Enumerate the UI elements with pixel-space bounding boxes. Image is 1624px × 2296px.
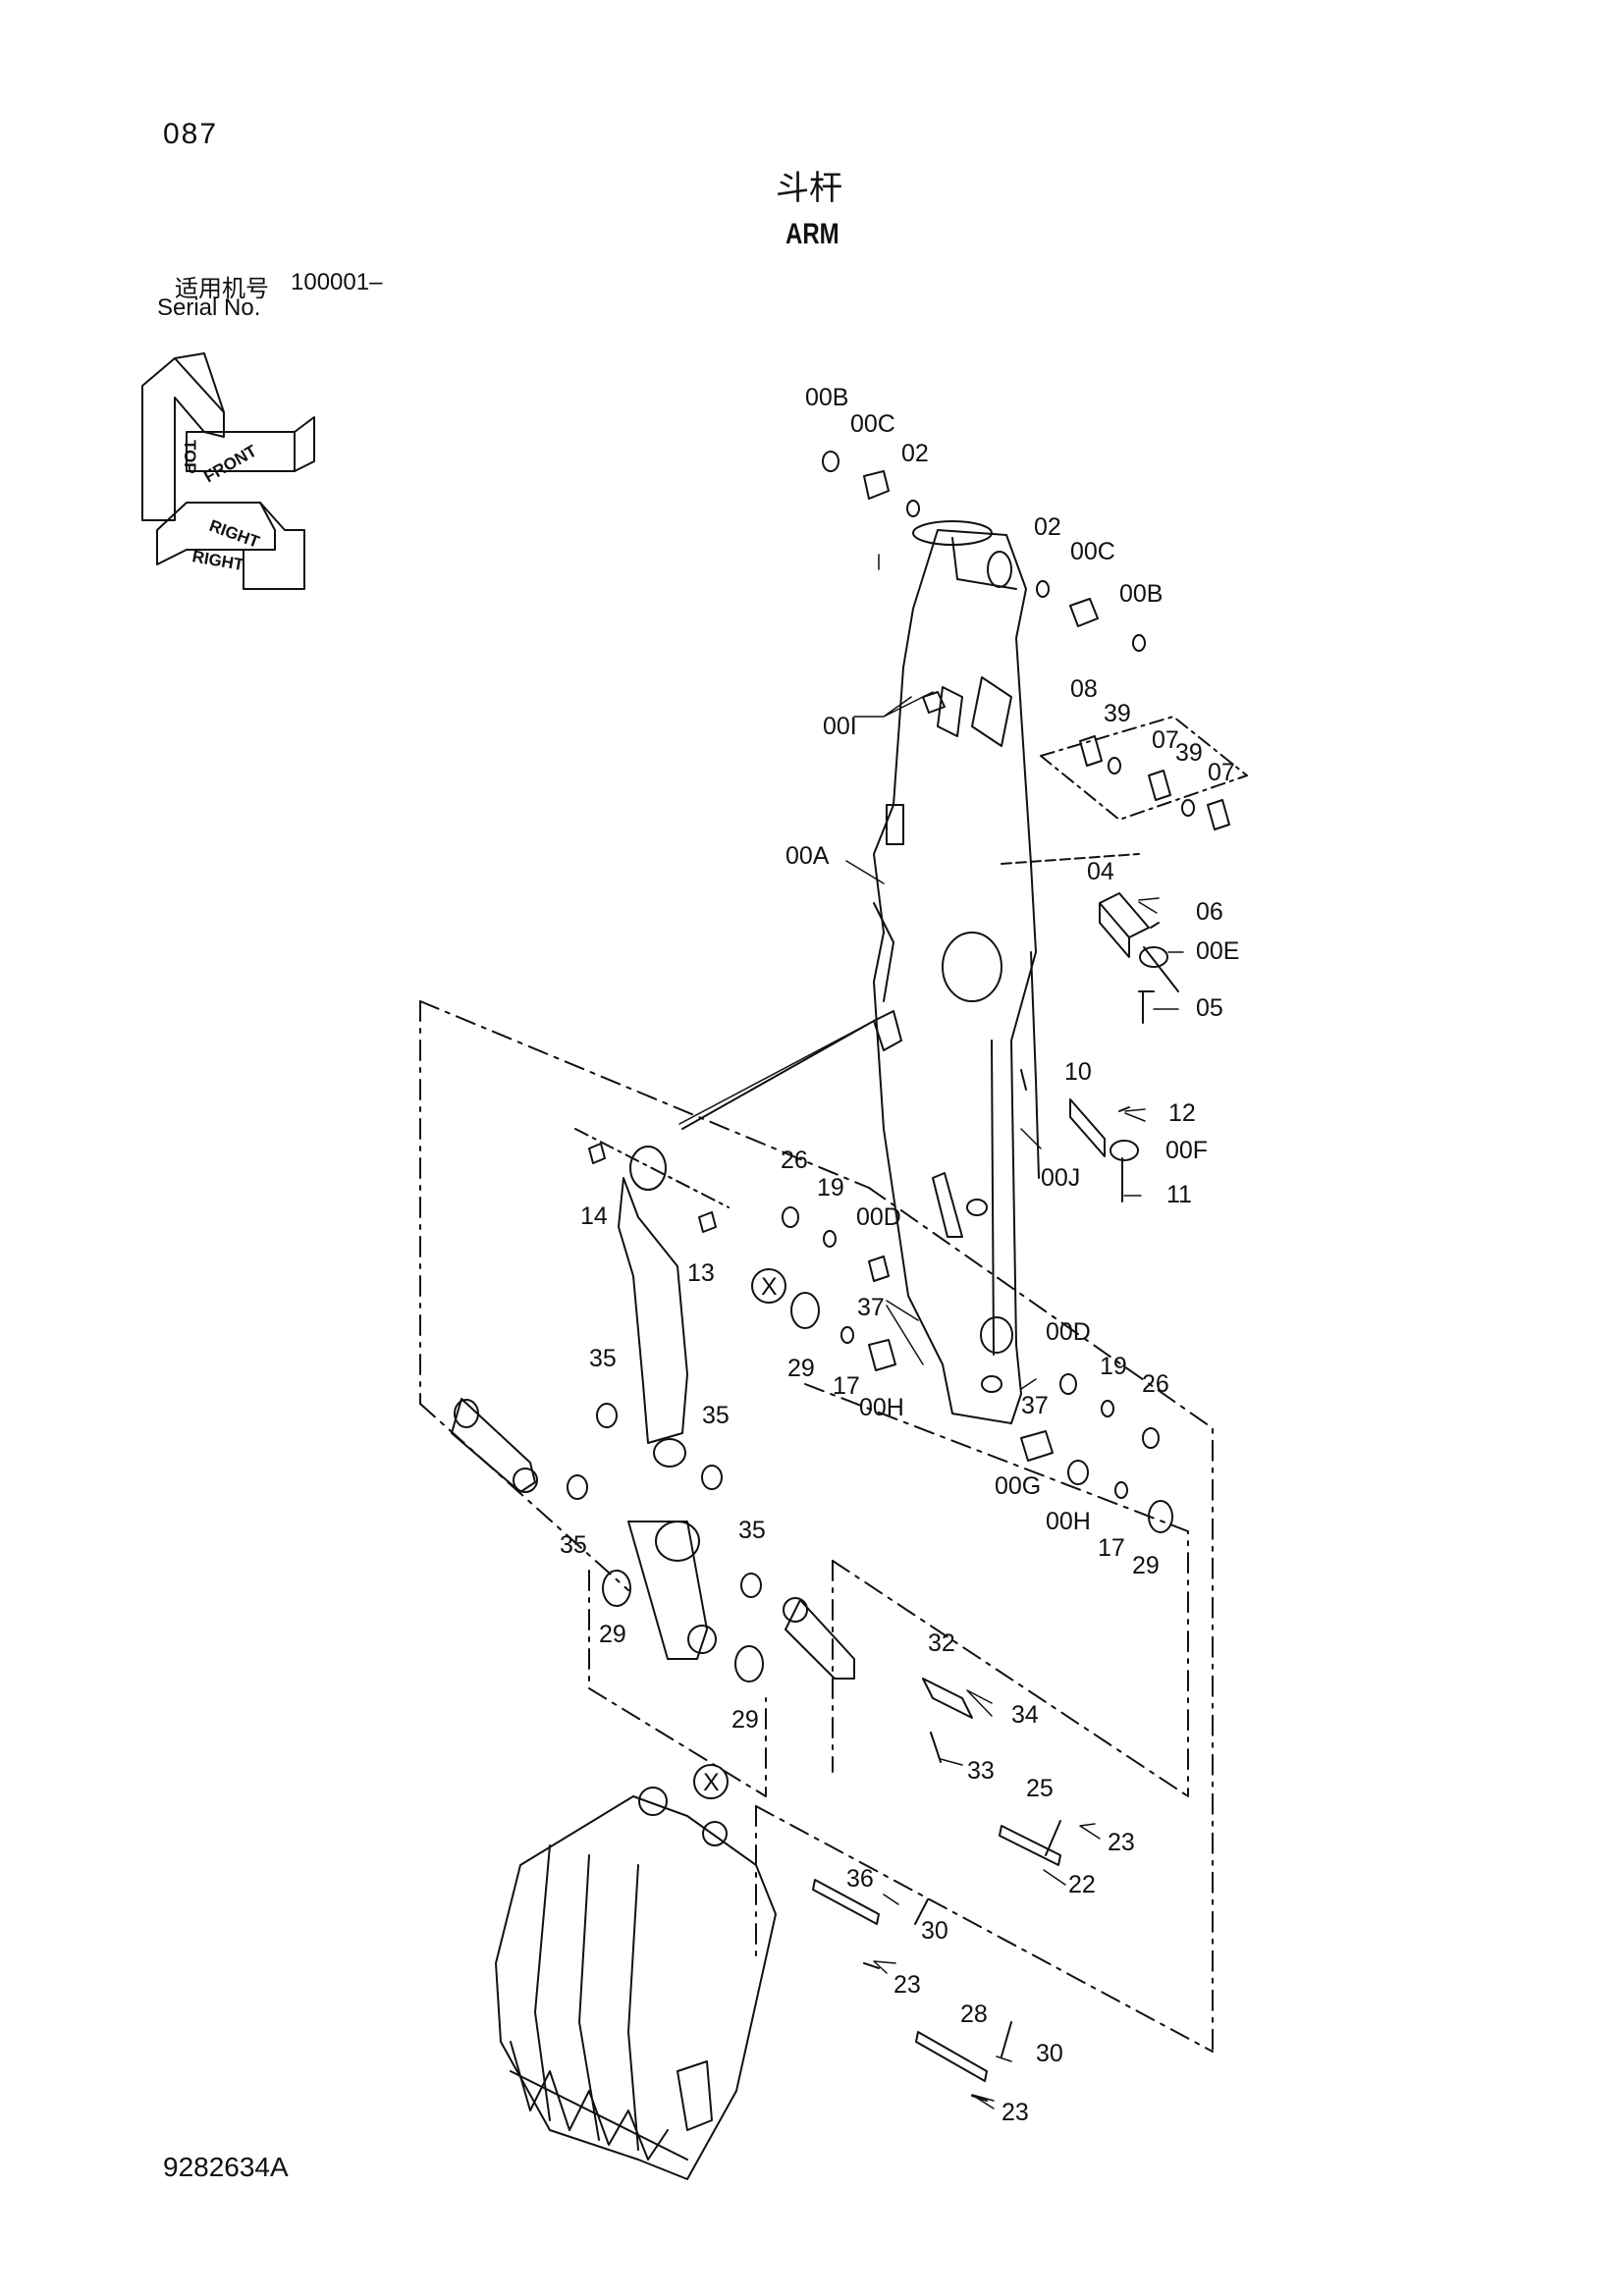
label-02-top-left: 02 (901, 440, 929, 467)
page-number: 087 (163, 118, 219, 150)
label-23-c: 23 (1001, 2099, 1029, 2126)
arm-body (873, 520, 1040, 1424)
label-25: 25 (1026, 1775, 1054, 1802)
label-07-b: 07 (1208, 759, 1235, 786)
guide-lines (678, 1020, 875, 1130)
label-36: 36 (846, 1865, 874, 1893)
side-links (451, 1398, 855, 1680)
label-37-left: 37 (857, 1294, 885, 1321)
label-29-right: 29 (1132, 1552, 1160, 1579)
label-26-left: 26 (781, 1147, 808, 1174)
label-33: 33 (967, 1757, 995, 1785)
label-00D-left: 00D (856, 1203, 901, 1231)
label-23-a: 23 (1108, 1829, 1135, 1856)
bucket (495, 1787, 777, 2180)
label-08: 08 (1070, 675, 1098, 703)
label-19-left: 19 (817, 1174, 844, 1201)
label-00I: 00I (823, 713, 857, 740)
title-english: ARM (785, 218, 839, 250)
label-13: 13 (687, 1259, 715, 1287)
label-22: 22 (1068, 1871, 1096, 1898)
label-32: 32 (928, 1629, 955, 1657)
label-39-b: 39 (1175, 739, 1203, 767)
label-34: 34 (1011, 1701, 1039, 1729)
label-07-a: 07 (1152, 726, 1179, 754)
label-02-top-right: 02 (1034, 513, 1061, 541)
label-06: 06 (1196, 898, 1223, 926)
label-35-d: 35 (738, 1517, 766, 1544)
label-00C-right: 00C (1070, 538, 1115, 565)
label-39-a: 39 (1104, 700, 1131, 727)
top-pin-parts (822, 451, 1146, 652)
label-12: 12 (1168, 1099, 1196, 1127)
label-04: 04 (1087, 858, 1114, 885)
label-17-left: 17 (833, 1372, 860, 1400)
label-00H-left: 00H (859, 1394, 904, 1421)
document-number: 9282634A (163, 2152, 289, 2182)
label-00B-right: 00B (1119, 580, 1163, 608)
label-00G: 00G (995, 1472, 1041, 1500)
label-00C-top: 00C (850, 410, 895, 438)
marker-x-1: X (761, 1273, 778, 1301)
orient-right-label: RIGHT (207, 516, 263, 552)
serial-range: 100001– (291, 269, 383, 295)
label-00J: 00J (1041, 1164, 1080, 1192)
washers-rings (567, 1206, 1173, 1682)
orientation-cube-icon: TOP FRONT RIGHT RIGHT (141, 352, 315, 590)
label-00H-right: 00H (1046, 1508, 1091, 1535)
label-10: 10 (1064, 1058, 1092, 1086)
label-28: 28 (960, 2001, 988, 2028)
label-35-b: 35 (702, 1402, 730, 1429)
label-37-right: 37 (1021, 1392, 1049, 1419)
label-14: 14 (580, 1202, 608, 1230)
label-05: 05 (1196, 994, 1223, 1022)
marker-x-2: X (703, 1769, 720, 1796)
label-23-b: 23 (893, 1971, 921, 1999)
dashed-assembly-lines (419, 1000, 1214, 2053)
x-markers: X X (693, 1268, 786, 1799)
leader-lines (845, 554, 1184, 2109)
right-side-parts (1001, 716, 1248, 1202)
title-chinese: 斗杆 (776, 170, 842, 207)
label-35-c: 35 (560, 1531, 587, 1559)
bottom-pins (812, 1678, 1061, 2102)
orient-right-label-2: RIGHT (190, 547, 245, 574)
part-labels: 00B 00C 02 02 00C 00B 00I 08 39 07 39 07… (560, 384, 1239, 2126)
label-00E: 00E (1196, 937, 1239, 965)
label-30-b: 30 (1036, 2040, 1063, 2067)
label-00F: 00F (1165, 1137, 1208, 1164)
label-00B-top: 00B (805, 384, 848, 411)
label-29-mid: 29 (787, 1355, 815, 1382)
label-35-a: 35 (589, 1345, 617, 1372)
orient-top-label: TOP (181, 440, 199, 474)
label-11: 11 (1166, 1181, 1192, 1208)
label-00D-right: 00D (1046, 1318, 1091, 1346)
serial-label-chinese: 适用机号 (175, 276, 269, 302)
label-19-right: 19 (1100, 1353, 1127, 1380)
label-00A: 00A (785, 842, 830, 870)
label-29-bottom: 29 (731, 1706, 759, 1734)
serial-label-english: Serial No. (157, 294, 261, 321)
label-17-right: 17 (1098, 1534, 1125, 1562)
label-26-right: 26 (1142, 1370, 1169, 1398)
link-rod (574, 1128, 730, 1468)
label-30-a: 30 (921, 1917, 948, 1945)
label-29-left: 29 (599, 1621, 626, 1648)
orient-front-label: FRONT (201, 441, 261, 486)
